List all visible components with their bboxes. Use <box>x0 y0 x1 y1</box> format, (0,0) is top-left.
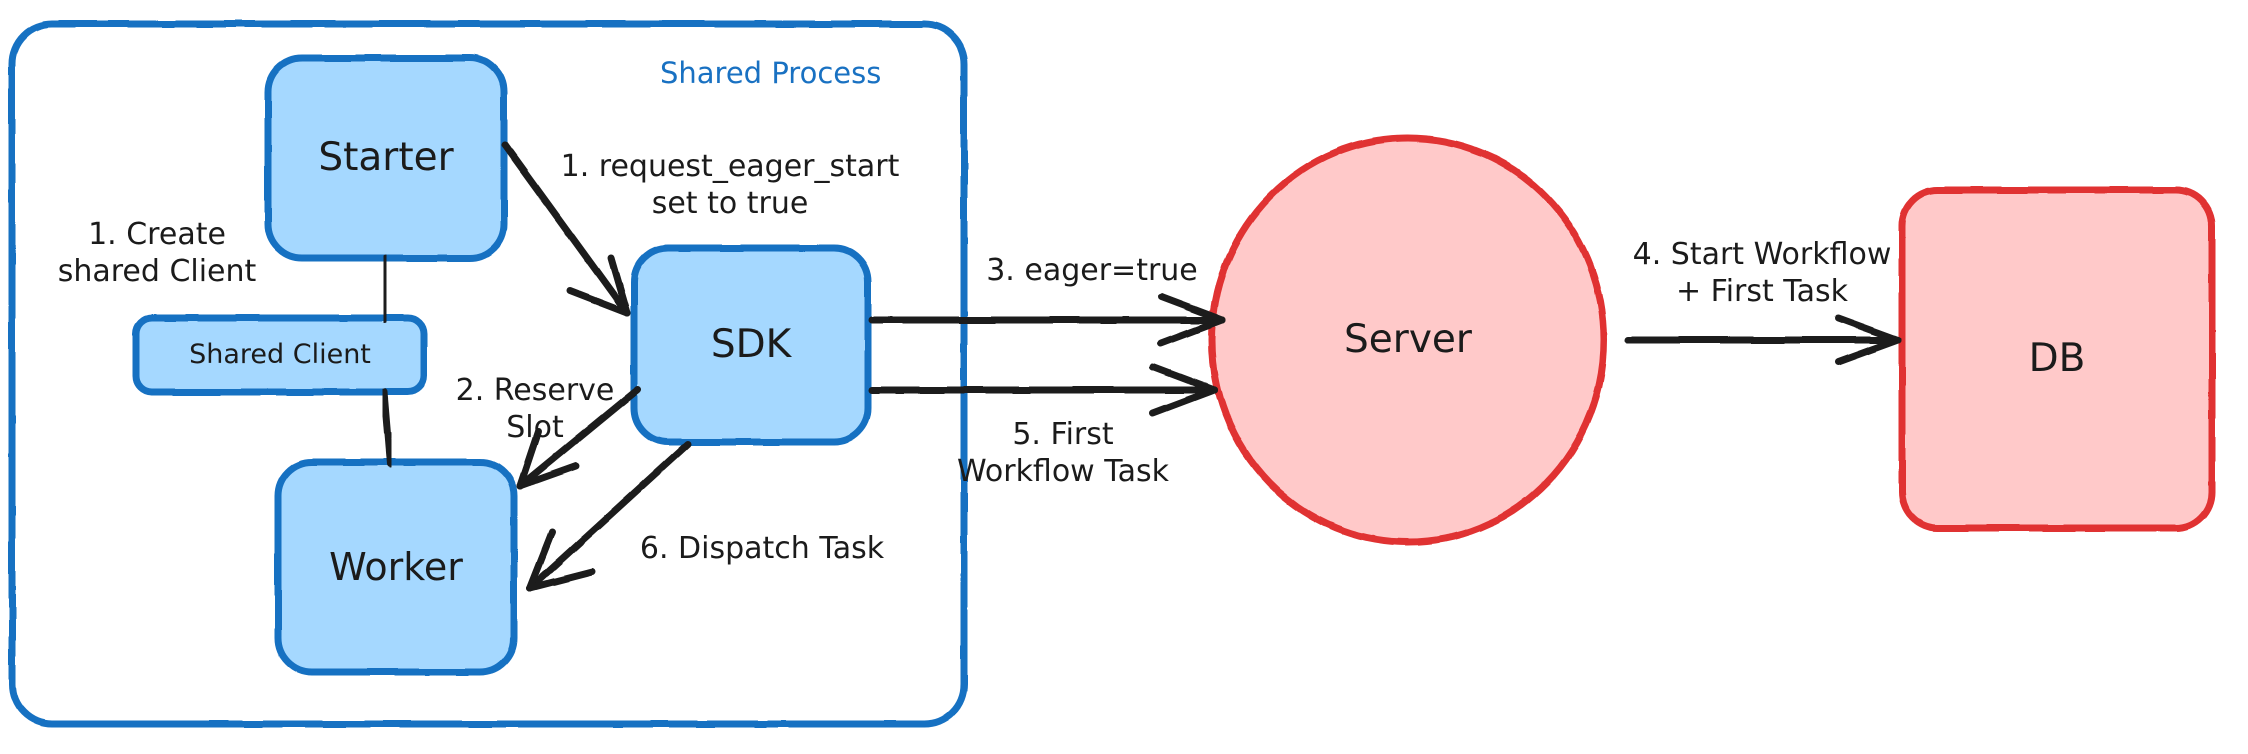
group-title-shared-process: Shared Process <box>660 56 882 90</box>
node-shape-shared-client[interactable] <box>132 314 428 396</box>
node-shape-db[interactable] <box>1898 186 2216 532</box>
edge-arrow-dispatch-task <box>526 440 692 592</box>
edge-arrow-request-eager-start <box>501 141 631 317</box>
node-shape-sdk[interactable] <box>630 244 872 446</box>
edge-label-start-workflow: 4. Start Workflow + First Task <box>1632 237 1892 310</box>
edge-line-create-shared-client <box>380 254 390 324</box>
edge-label-eager-true: 3. eager=true <box>986 253 1198 288</box>
edge-label-request-eager-start: 1. request_eager_start set to true <box>560 149 900 222</box>
group-shared-process-border <box>8 20 968 728</box>
edge-line-shared-client-worker <box>380 388 394 468</box>
node-shape-worker[interactable] <box>274 458 518 676</box>
node-shape-server[interactable] <box>1208 134 1608 546</box>
edge-label-first-workflow-task: 5. First Workflow Task <box>956 417 1170 490</box>
edge-label-dispatch-task: 6. Dispatch Task <box>639 531 885 566</box>
edge-arrow-first-workflow-task <box>868 363 1218 417</box>
edge-arrow-reserve-slot <box>516 385 642 490</box>
edge-arrow-eager-true <box>868 293 1226 347</box>
edge-arrow-start-workflow <box>1624 314 1902 366</box>
node-shape-starter[interactable] <box>264 54 508 262</box>
edge-label-reserve-slot: 2. Reserve Slot <box>455 373 615 446</box>
edge-label-create-shared-client: 1. Create shared Client <box>57 217 257 290</box>
